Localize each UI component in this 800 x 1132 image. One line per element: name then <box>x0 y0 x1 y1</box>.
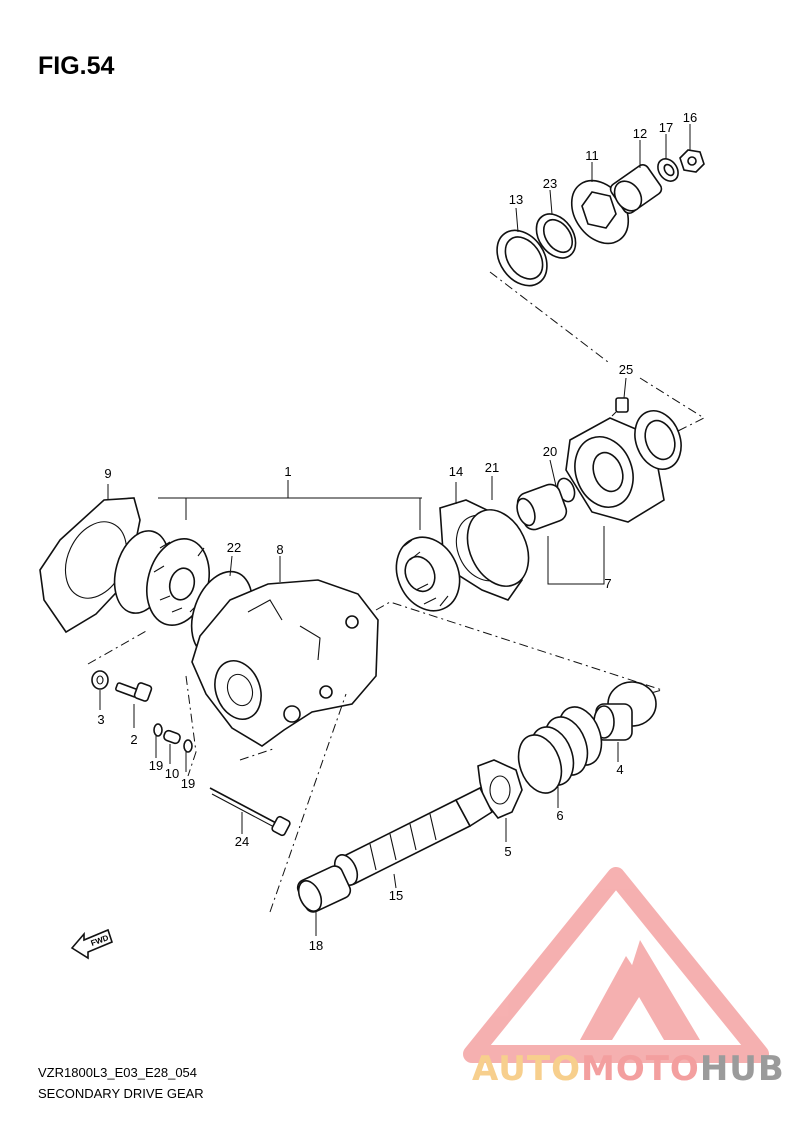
callout-8: 8 <box>276 542 283 557</box>
bevel-gear-right <box>395 536 461 612</box>
shaft-spline-right <box>516 483 568 531</box>
assembly-dash-upper <box>489 271 706 433</box>
assembly-dash-lower <box>87 601 664 913</box>
callout-19-left: 19 <box>149 758 163 773</box>
callout-5: 5 <box>504 844 511 859</box>
part-8-gear-case <box>191 579 379 747</box>
part-7-bearing-housing <box>565 410 682 523</box>
automotohub-logo: AUTOMOTOHUB <box>463 867 785 1089</box>
part-18-needle-bearing <box>296 865 352 913</box>
bevel-gear-left <box>113 530 210 627</box>
part-3-washer <box>91 670 109 690</box>
part-6-spring <box>517 706 603 794</box>
figure-title: FIG.54 <box>38 52 115 80</box>
callout-1: 1 <box>284 464 291 479</box>
callout-9: 9 <box>104 466 111 481</box>
part-24-bolt <box>209 787 291 837</box>
callout-2: 2 <box>130 732 137 747</box>
callout-21: 21 <box>485 460 499 475</box>
callout-11: 11 <box>585 148 599 163</box>
callout-16: 16 <box>683 110 697 125</box>
part-16-nut <box>679 149 705 173</box>
callout-6: 6 <box>556 808 563 823</box>
part-25-bolt <box>611 397 629 417</box>
part-21-o-ring <box>466 509 530 587</box>
logo-word: AUTOMOTOHUB <box>472 1049 785 1089</box>
callout-7: 7 <box>604 576 611 591</box>
callout-14: 14 <box>449 464 463 479</box>
leader-lines <box>99 124 691 936</box>
callout-25: 25 <box>619 362 633 377</box>
footer-caption: SECONDARY DRIVE GEAR <box>38 1086 204 1101</box>
callout-24: 24 <box>235 834 249 849</box>
part-23-o-ring <box>535 213 577 259</box>
part-12-bearing <box>609 164 663 214</box>
part-4-bearing <box>593 681 657 741</box>
callout-17: 17 <box>659 120 673 135</box>
part-13-seal <box>496 229 548 287</box>
callout-19-right: 19 <box>181 776 195 791</box>
callout-23: 23 <box>543 176 557 191</box>
callout-numbers: 1 2 3 4 5 6 7 8 9 10 11 12 13 14 15 16 1… <box>97 110 697 953</box>
callout-18: 18 <box>309 938 323 953</box>
callout-13: 13 <box>509 192 523 207</box>
part-7-bracket <box>547 526 605 585</box>
callout-20: 20 <box>543 444 557 459</box>
part-15-drive-shaft <box>333 786 494 886</box>
callout-15: 15 <box>389 888 403 903</box>
footer-code: VZR1800L3_E03_E28_054 <box>38 1065 197 1080</box>
fwd-arrow-icon: FWD <box>70 928 113 960</box>
part-1-bracket <box>158 497 422 530</box>
callout-4: 4 <box>616 762 623 777</box>
part-17-washer <box>657 158 679 182</box>
part-2-bolt <box>115 682 153 702</box>
callout-22: 22 <box>227 540 241 555</box>
callout-10: 10 <box>165 766 179 781</box>
part-10-dowel-pin <box>153 723 193 753</box>
part-5-cam-retainer <box>477 759 523 819</box>
callout-12: 12 <box>633 126 647 141</box>
callout-3: 3 <box>97 712 104 727</box>
